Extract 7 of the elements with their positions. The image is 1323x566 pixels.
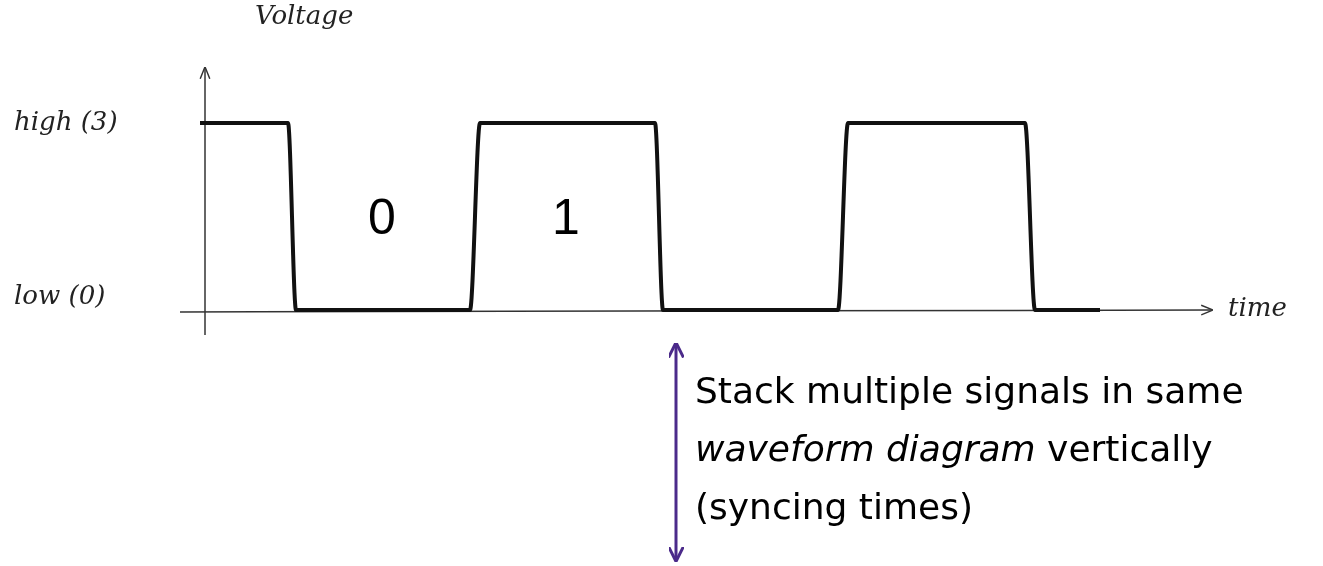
bit-label: 1 xyxy=(552,188,580,246)
note-text: Stack multiple signals in same waveform diagram vertically (syncing times) xyxy=(695,369,1245,529)
tick-label: low (0) xyxy=(14,280,106,310)
axis-label: Voltage xyxy=(255,0,354,30)
tick-label: high (3) xyxy=(14,106,118,136)
axis-label: time xyxy=(1228,292,1287,322)
bit-label: 0 xyxy=(368,188,396,246)
